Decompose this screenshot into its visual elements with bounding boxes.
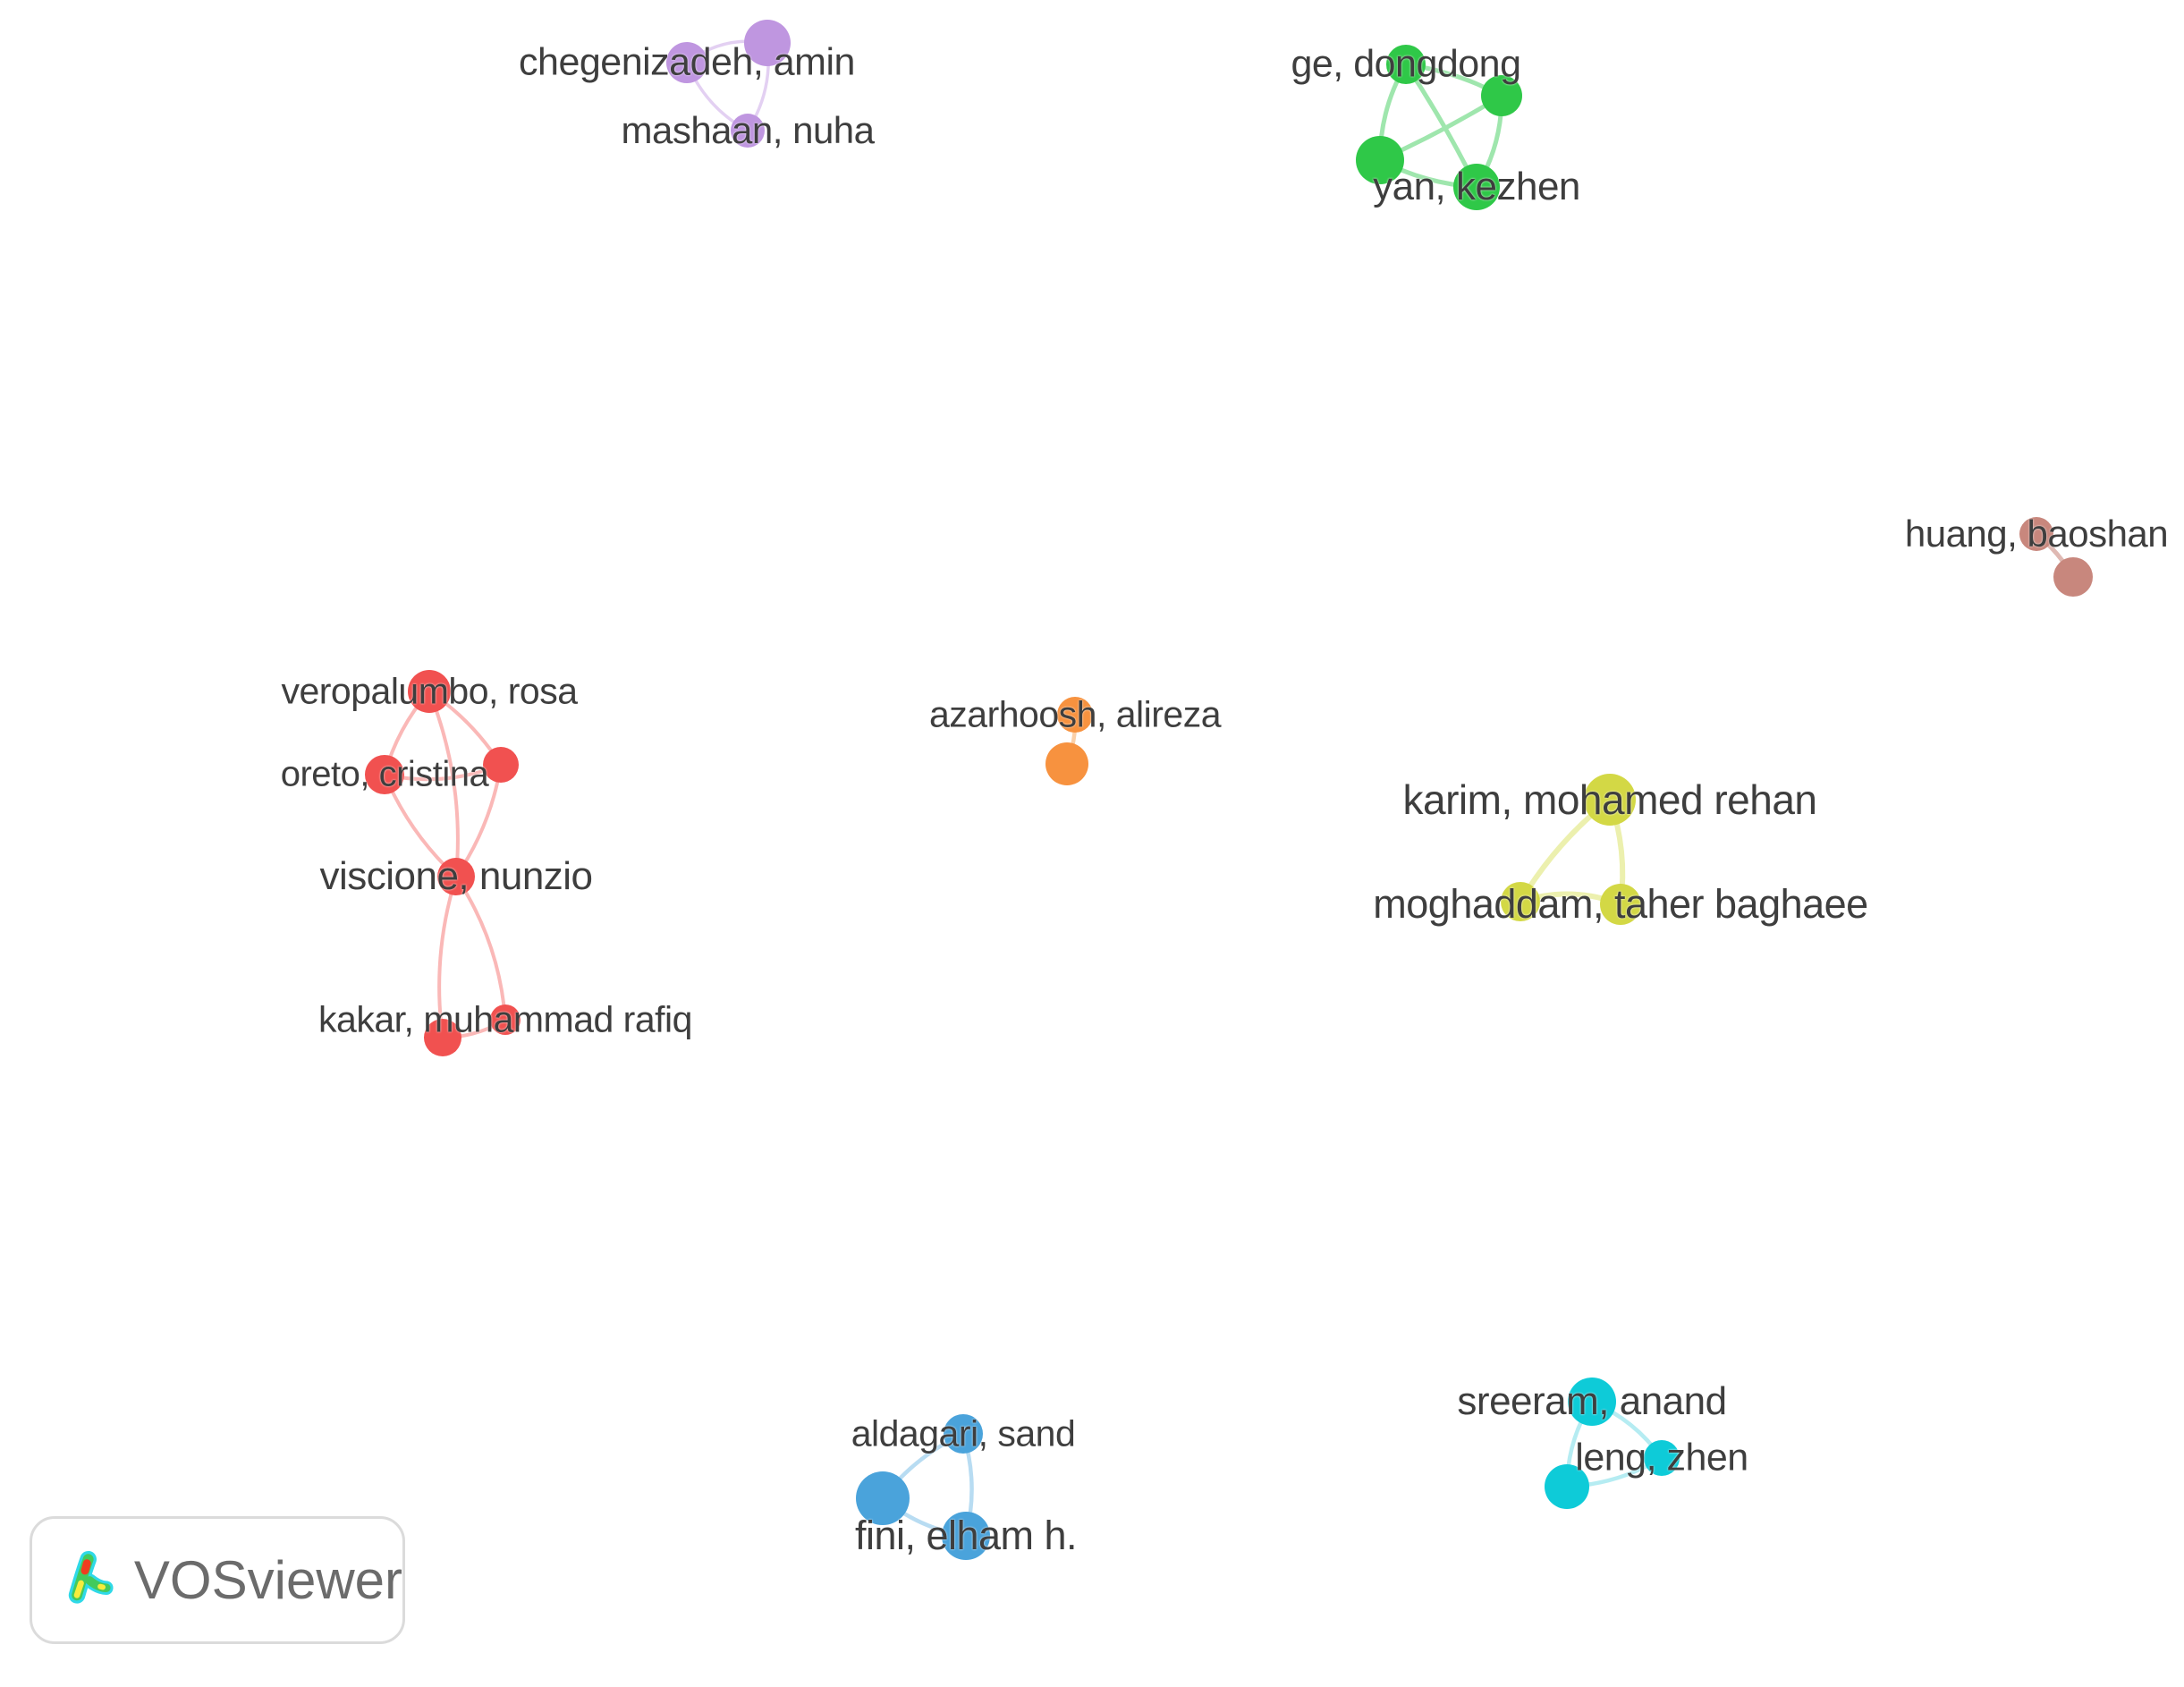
author-node[interactable] xyxy=(2019,517,2053,551)
vosviewer-logo: VOSviewer xyxy=(30,1516,405,1644)
author-node[interactable] xyxy=(490,1005,521,1035)
author-label[interactable]: viscione, nunzio xyxy=(319,854,593,898)
author-node[interactable] xyxy=(1584,774,1636,826)
author-label[interactable]: yan, kezhen xyxy=(1373,165,1580,208)
vosviewer-logo-icon xyxy=(68,1550,114,1604)
author-label[interactable]: moghaddam, taher baghaee xyxy=(1373,881,1868,927)
coauthorship-edge xyxy=(437,875,458,1039)
author-node[interactable] xyxy=(1568,1378,1616,1426)
author-node[interactable] xyxy=(744,20,791,66)
author-label[interactable]: leng, zhen xyxy=(1575,1436,1748,1479)
coauthorship-edge xyxy=(427,690,460,878)
author-label[interactable]: chegenizadeh, amin xyxy=(519,40,855,84)
author-node[interactable] xyxy=(1545,1464,1589,1509)
author-node[interactable] xyxy=(365,755,404,794)
node-layer xyxy=(365,20,2093,1560)
author-node[interactable] xyxy=(731,114,765,148)
author-label[interactable]: ge, dongdong xyxy=(1291,42,1521,86)
author-node[interactable] xyxy=(408,670,451,713)
author-node[interactable] xyxy=(1356,136,1404,184)
author-node[interactable] xyxy=(437,858,475,895)
author-label[interactable]: veropalumbo, rosa xyxy=(281,670,578,712)
author-label[interactable]: kakar, muhammad rafiq xyxy=(318,998,692,1040)
author-node[interactable] xyxy=(1057,697,1093,733)
author-node[interactable] xyxy=(424,1019,461,1056)
author-label[interactable]: karim, mohamed rehan xyxy=(1402,776,1817,823)
author-node[interactable] xyxy=(1644,1440,1680,1476)
author-node[interactable] xyxy=(2053,557,2093,597)
author-label[interactable]: oreto, cristina xyxy=(280,754,489,794)
author-label[interactable]: fini, elham h. xyxy=(854,1513,1078,1558)
author-label[interactable]: huang, baoshan xyxy=(1904,513,2169,555)
edge-layer xyxy=(383,39,2076,1539)
author-node[interactable] xyxy=(1501,882,1540,921)
author-node[interactable] xyxy=(1453,164,1500,210)
author-label[interactable]: mashaan, nuha xyxy=(621,109,875,151)
author-node[interactable] xyxy=(942,1512,990,1560)
author-node[interactable] xyxy=(1386,45,1426,84)
author-node[interactable] xyxy=(483,747,519,783)
author-node[interactable] xyxy=(1481,75,1522,116)
author-node[interactable] xyxy=(666,42,707,83)
author-label[interactable]: azarhoosh, alireza xyxy=(928,693,1222,735)
author-node[interactable] xyxy=(1045,742,1088,785)
author-label[interactable]: aldagari, sand xyxy=(851,1412,1076,1454)
author-label[interactable]: sreeram, anand xyxy=(1457,1379,1727,1423)
author-node[interactable] xyxy=(944,1414,983,1454)
vosviewer-logo-text: VOSviewer xyxy=(133,1550,402,1610)
author-node[interactable] xyxy=(856,1471,910,1525)
author-node[interactable] xyxy=(1600,884,1641,925)
